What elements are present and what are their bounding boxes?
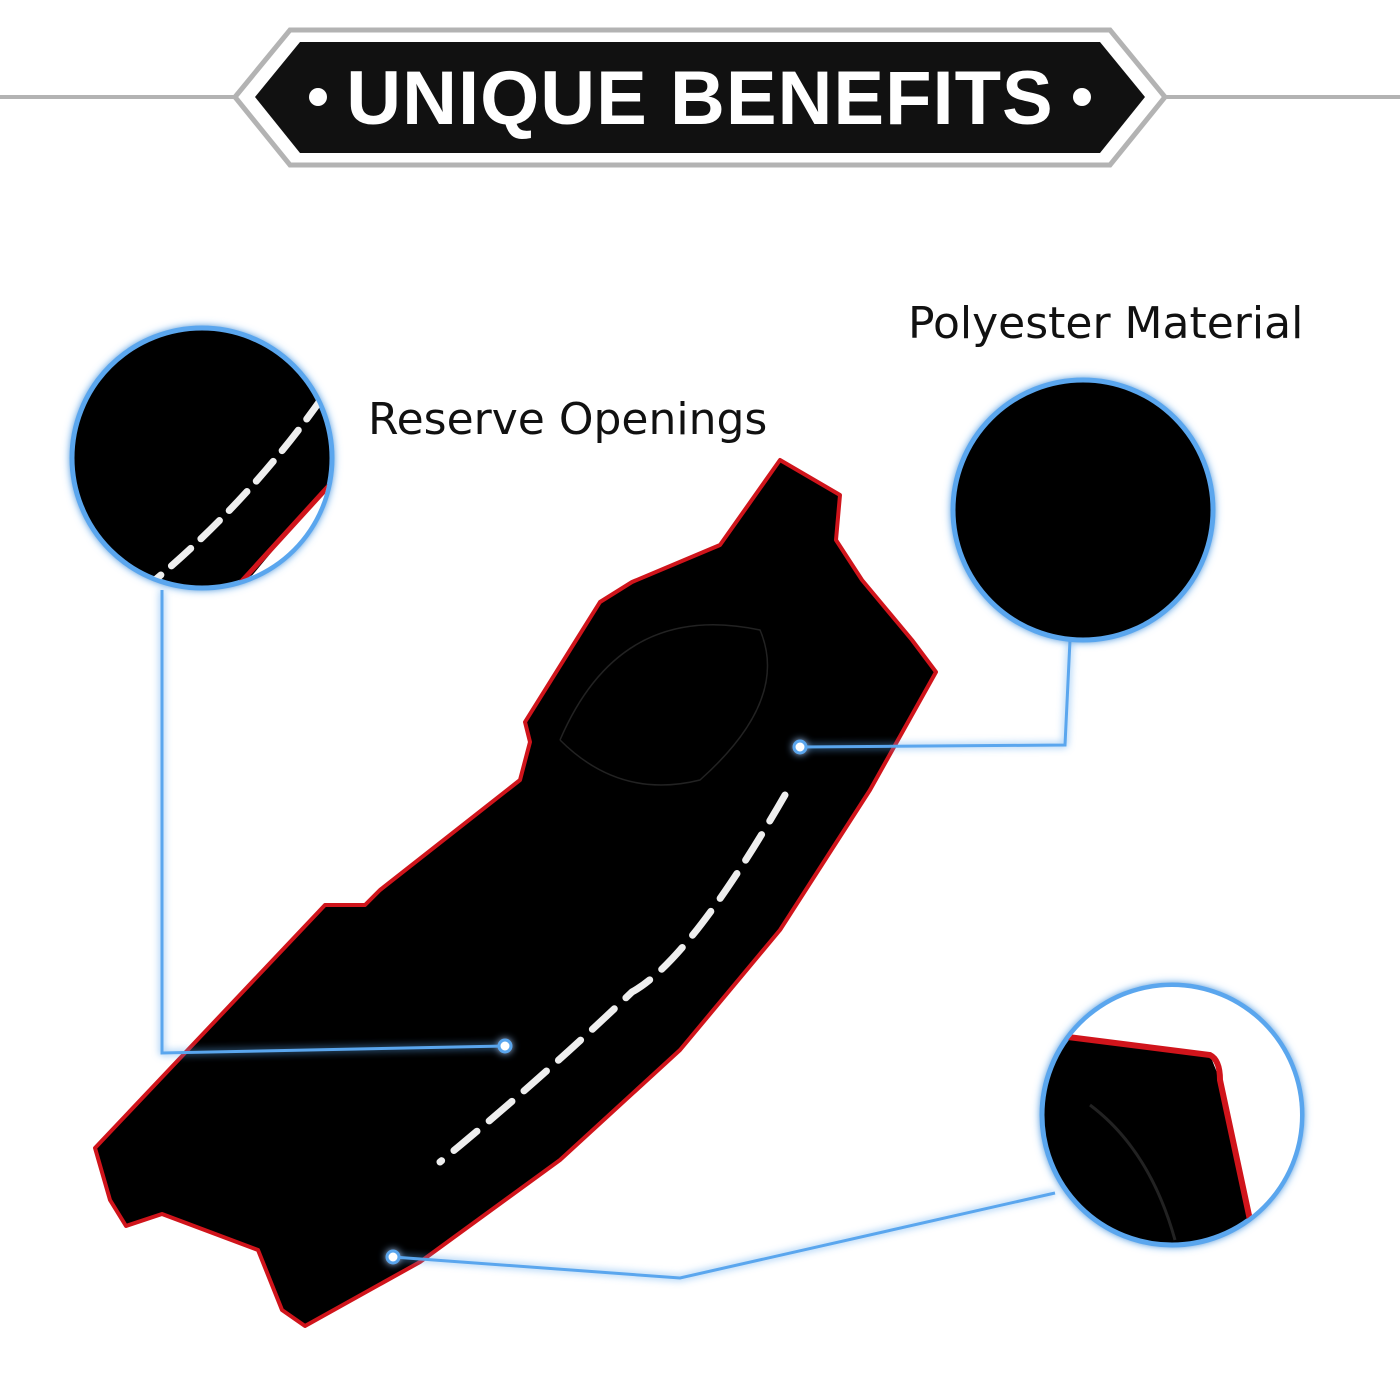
stitch-line: [436, 791, 789, 1166]
callout-label-reserve-openings: Reserve Openings: [368, 394, 768, 445]
connector-lines: [160, 590, 1072, 1280]
zoom-circle-red-edge: [1039, 982, 1305, 1248]
zoom-circle-polyester-material: [950, 377, 1216, 643]
page-title: UNIQUE BENEFITS: [346, 55, 1054, 141]
zoom-circle-reserve-openings: [69, 325, 335, 591]
header-banner: [0, 27, 1400, 168]
dashboard-mat: [93, 458, 938, 1328]
callout-label-polyester-material: Polyester Material: [908, 298, 1304, 349]
